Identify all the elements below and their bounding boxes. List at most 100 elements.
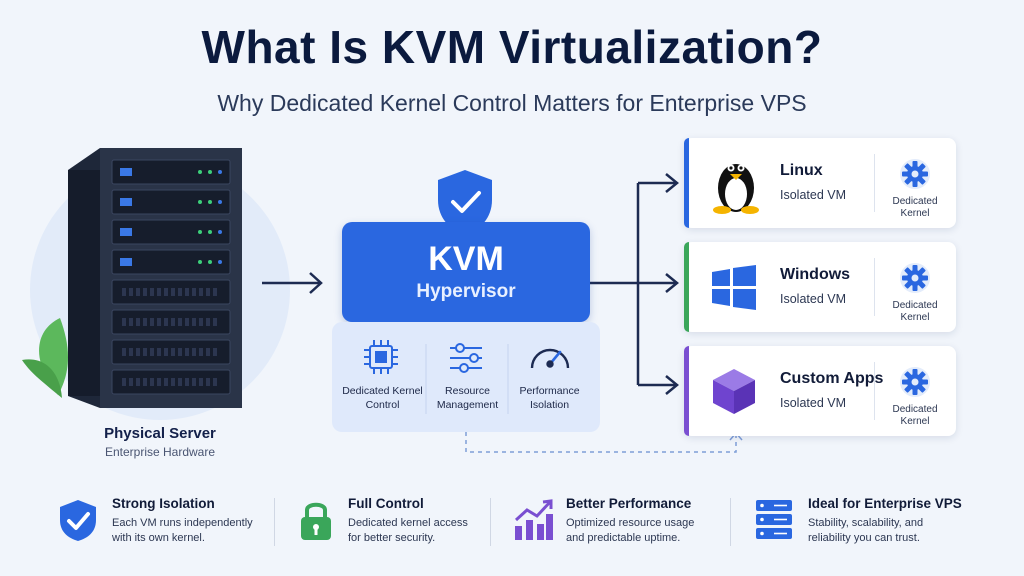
tux-penguin-icon [713, 164, 759, 214]
server-vent-slot [143, 348, 147, 356]
benefit-title: Full Control [348, 496, 424, 511]
feature-resource-management: Resource Management [436, 385, 499, 411]
server-vent-slot [185, 348, 189, 356]
server-status-led [208, 230, 212, 234]
server-status-led [218, 260, 222, 264]
server-vent-slot [199, 288, 203, 296]
server-vent-slot [164, 318, 168, 326]
server-vent-slot [213, 318, 217, 326]
vm-card-windows: Windows Isolated VM Dedicated Kernel [684, 242, 956, 332]
benefit-enterprise-vps: Ideal for Enterprise VPS Stability, scal… [808, 496, 962, 546]
server-vent-slot [171, 348, 175, 356]
server-vent-slot [213, 378, 217, 386]
sliders-icon [450, 343, 482, 373]
server-vent-slot [157, 348, 161, 356]
vm-accent-bar [684, 138, 689, 228]
server-status-led [198, 260, 202, 264]
server-vent-slot [185, 378, 189, 386]
feature-dedicated-kernel-control: Dedicated Kernel Control [342, 385, 423, 411]
server-vent-slot [150, 378, 154, 386]
server-status-led [218, 230, 222, 234]
server-vent-slot [136, 348, 140, 356]
benefit-description: Dedicated kernel access for better secur… [348, 517, 468, 544]
server-status-led [198, 200, 202, 204]
hypervisor-features-panel: Dedicated Kernel Control Resource Manage… [332, 322, 600, 432]
hypervisor-subtitle: Hypervisor [416, 281, 516, 302]
server-vent-slot [157, 288, 161, 296]
server-vent-slot [143, 318, 147, 326]
server-vent-slot [136, 378, 140, 386]
server-vent-slot [199, 318, 203, 326]
hypervisor-title: KVM [428, 240, 504, 278]
server-vent-slot [199, 378, 203, 386]
server-vent-slot [164, 348, 168, 356]
server-vent-slot [178, 348, 182, 356]
gauge-icon [530, 348, 570, 369]
vm-type: Isolated VM [780, 292, 847, 306]
server-vent-slot [192, 288, 196, 296]
server-vent-slot [164, 288, 168, 296]
server-vent-slot [206, 318, 210, 326]
server-vent-slot [164, 378, 168, 386]
plant-leaves-icon [22, 318, 68, 398]
server-status-led [208, 200, 212, 204]
vm-name: Windows [780, 266, 851, 283]
server-vent-slot [206, 378, 210, 386]
server-vent-slot [122, 318, 126, 326]
server-vent-slot [122, 348, 126, 356]
server-status-led [218, 200, 222, 204]
server-vent-slot [192, 318, 196, 326]
benefit-full-control: Full Control Dedicated kernel access for… [348, 496, 478, 546]
benefit-description: Optimized resource usage and predictable… [566, 517, 695, 544]
server-vent-slot [192, 378, 196, 386]
server-vent-slot [213, 288, 217, 296]
features-graphics [364, 340, 570, 414]
server-vent-slot [136, 288, 140, 296]
vm-card-custom-apps: Custom Apps Isolated VM Dedicated Kernel [684, 346, 956, 436]
vm-accent-bar [684, 242, 689, 332]
vm-type: Isolated VM [780, 396, 847, 410]
gear-icon [900, 263, 930, 293]
server-drive-bay [111, 189, 231, 215]
dashed-return-connector [465, 432, 737, 453]
server-vent-slot [185, 318, 189, 326]
server-vent-slot [122, 288, 126, 296]
server-vent-slot [171, 318, 175, 326]
page-title: What Is KVM Virtualization? [201, 21, 823, 73]
vm-type: Isolated VM [780, 188, 847, 202]
hypervisor-to-vm-connector [590, 173, 679, 395]
server-vent-slot [206, 348, 210, 356]
server-vent-slot [143, 288, 147, 296]
server-stack-icon [756, 500, 792, 539]
vm-kernel-label: Dedicated Kernel [892, 404, 938, 427]
server-status-led [218, 170, 222, 174]
server-vent-slot [157, 378, 161, 386]
server-vent-slot [150, 348, 154, 356]
server-vent-slot [185, 288, 189, 296]
benefit-title: Better Performance [566, 496, 692, 511]
vm-accent-bar [684, 346, 689, 436]
server-to-hypervisor-arrow [262, 272, 323, 294]
benefit-title: Ideal for Enterprise VPS [808, 496, 962, 511]
server-vent-slot [143, 378, 147, 386]
server-vent-slot [150, 288, 154, 296]
server-vent-slot [129, 378, 133, 386]
padlock-icon [301, 502, 331, 540]
benefit-better-performance: Better Performance Optimized resource us… [566, 496, 706, 546]
server-vent-slot [192, 348, 196, 356]
benefit-description: Stability, scalability, and reliability … [808, 517, 924, 544]
benefit-strong-isolation: Strong Isolation Each VM runs independen… [112, 496, 262, 546]
gear-icon [900, 159, 930, 189]
vm-name: Linux [780, 162, 823, 179]
vm-card-linux: Linux Isolated VM Dedicated Kernel [684, 138, 956, 228]
server-status-led [208, 260, 212, 264]
vm-kernel-label: Dedicated Kernel [892, 300, 938, 323]
vm-divider [874, 258, 875, 316]
server-subtitle: Enterprise Hardware [104, 445, 216, 459]
server-vent-slot [178, 318, 182, 326]
hypervisor-box: KVM Hypervisor [342, 222, 590, 322]
shield-check-icon [438, 170, 492, 236]
vm-name: Custom Apps [780, 370, 884, 387]
server-drive-slot [120, 198, 132, 206]
benefit-title: Strong Isolation [112, 496, 215, 511]
